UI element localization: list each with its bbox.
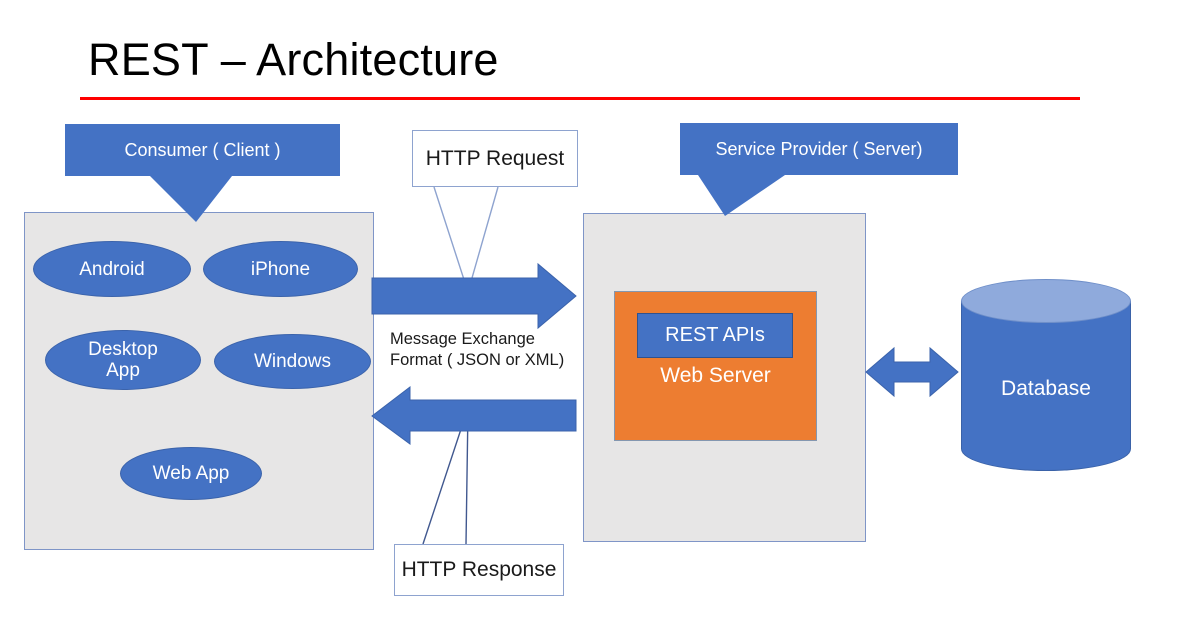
page-title: REST – Architecture [88,34,499,85]
service-provider-callout-label: Service Provider ( Server) [715,138,923,159]
server-database-arrow [865,346,959,398]
http-request-callout[interactable]: HTTP Request [412,130,578,187]
rest-apis-label: REST APIs [665,324,765,346]
database-cylinder[interactable]: Database [961,279,1131,471]
consumer-callout-tail [150,176,232,222]
http-request-arrow [371,262,577,330]
client-node-label: Windows [253,351,332,372]
http-response-callout[interactable]: HTTP Response [394,544,564,596]
rest-apis-box[interactable]: REST APIs [637,313,793,358]
client-node-windows[interactable]: Windows [214,334,371,389]
title-underline-rule [80,97,1080,100]
message-exchange-format-line2: Format ( JSON or XML) [390,351,565,369]
database-body [961,301,1131,471]
database-label: Database [1001,377,1091,400]
http-request-callout-tail [433,186,499,295]
client-node-label: Android [79,258,145,280]
message-exchange-format-line1: Message Exchange [390,330,535,348]
http-response-arrow [371,385,577,445]
client-node-desktop-app[interactable]: Desktop App [45,330,201,390]
http-request-label: HTTP Request [425,146,565,170]
http-response-label: HTTP Response [401,558,557,581]
client-node-label: iPhone [250,258,311,280]
client-node-iphone[interactable]: iPhone [203,241,358,297]
client-node-label: Desktop App [88,339,158,381]
client-node-label: Web App [152,463,230,484]
consumer-callout[interactable]: Consumer ( Client ) [65,124,340,176]
client-node-android[interactable]: Android [33,241,191,297]
client-node-web-app[interactable]: Web App [120,447,262,500]
web-server-label: Web Server [660,364,771,387]
database-top-ellipse [961,279,1131,323]
service-provider-callout-tail [698,175,785,216]
consumer-callout-label: Consumer ( Client ) [124,139,281,160]
service-provider-callout[interactable]: Service Provider ( Server) [680,123,958,175]
